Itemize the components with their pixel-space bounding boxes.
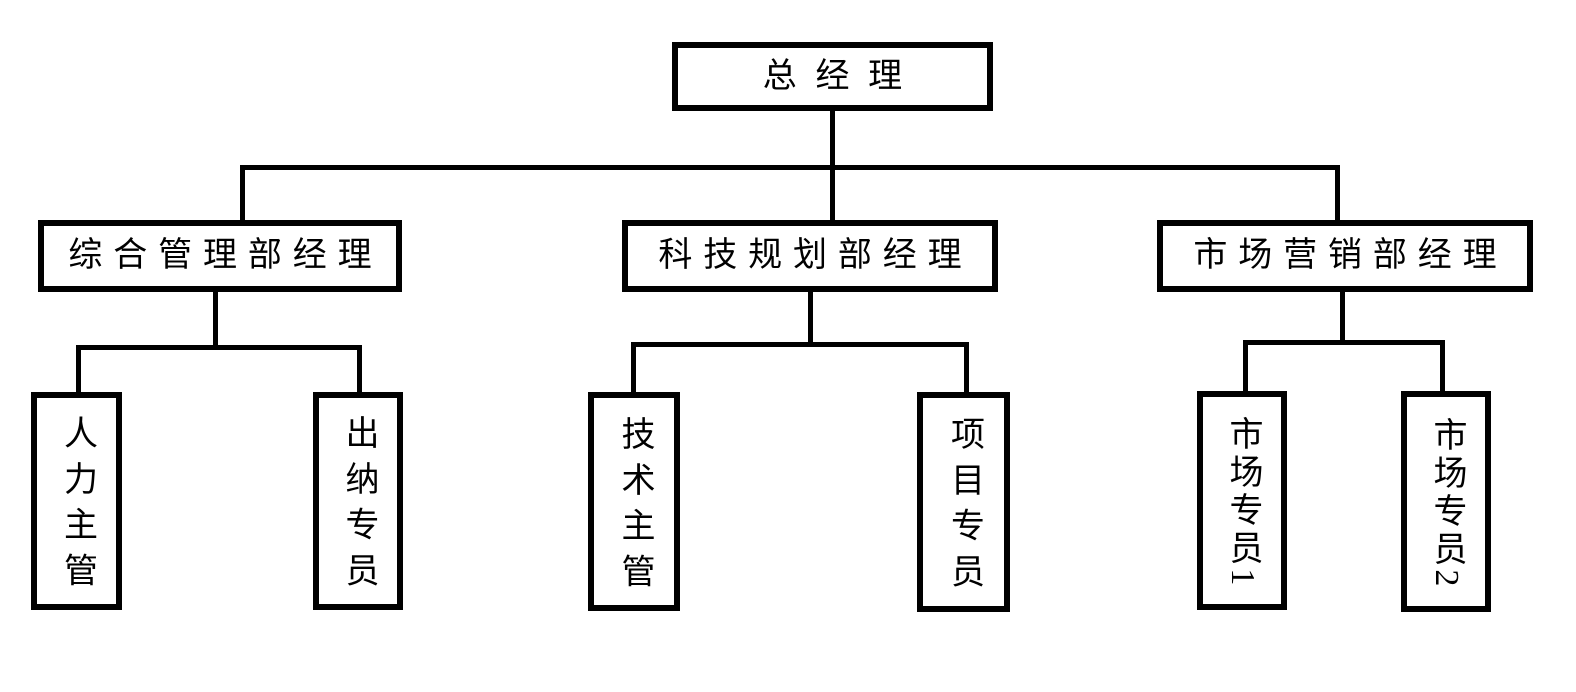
connector-group1-vertical	[213, 291, 218, 348]
connector-group2-horizontal	[631, 342, 969, 347]
connector-group3-vertical	[1340, 291, 1345, 343]
node-dept-general-admin: 综合管理部经理	[38, 220, 402, 292]
node-label: 项目专员	[945, 416, 983, 600]
connector-leaf3-drop	[631, 342, 636, 393]
node-label: 综合管理部经理	[68, 237, 383, 274]
node-label: 科技规划部经理	[658, 237, 973, 274]
connector-dept3-drop	[1335, 165, 1340, 221]
node-project-specialist: 项目专员	[917, 392, 1010, 612]
connector-dept1-drop	[240, 165, 245, 221]
connector-leaf6-drop	[1440, 340, 1445, 392]
node-marketing-specialist-1: 市场专员1	[1197, 391, 1287, 610]
node-general-manager: 总经理	[672, 42, 993, 111]
node-label: 总经理	[762, 57, 921, 95]
connector-group2-vertical	[808, 291, 813, 345]
node-dept-tech-planning: 科技规划部经理	[622, 220, 998, 292]
node-label: 市场专员1	[1224, 415, 1261, 590]
connector-leaf1-drop	[76, 345, 81, 393]
node-label: 出纳专员	[340, 415, 377, 599]
node-label: 人力主管	[58, 415, 96, 599]
connector-group1-horizontal	[76, 345, 362, 350]
connector-leaf5-drop	[1243, 340, 1248, 392]
node-label: 市场营销部经理	[1193, 237, 1508, 274]
connector-level1-horizontal	[240, 165, 1340, 170]
node-technical-supervisor: 技术主管	[588, 392, 680, 611]
connector-leaf4-drop	[964, 342, 969, 393]
node-dept-marketing: 市场营销部经理	[1157, 220, 1533, 292]
connector-leaf2-drop	[357, 345, 362, 393]
node-marketing-specialist-2: 市场专员2	[1401, 391, 1491, 612]
connector-group3-horizontal	[1243, 340, 1445, 345]
node-label: 市场专员2	[1428, 416, 1465, 591]
node-hr-supervisor: 人力主管	[31, 392, 122, 610]
node-cashier-specialist: 出纳专员	[313, 392, 403, 610]
node-label: 技术主管	[616, 415, 653, 600]
